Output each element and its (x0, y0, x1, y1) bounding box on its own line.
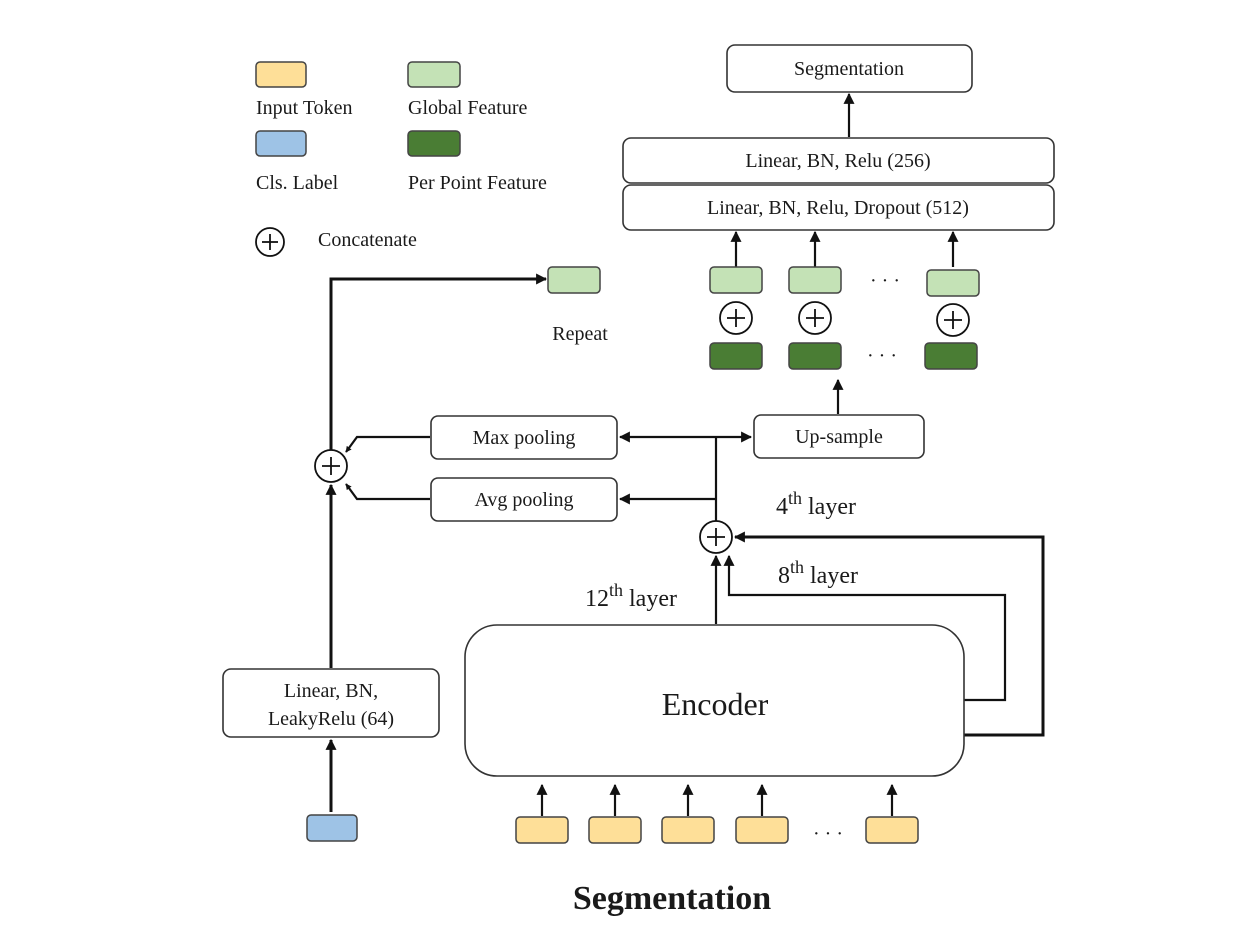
concat-to-repeat-arrow (329, 273, 548, 450)
legend-input-token-swatch (255, 61, 307, 88)
input-token (515, 816, 569, 844)
concatenate-icon (798, 301, 832, 335)
per-point-feature-token (788, 342, 842, 370)
global-feature-token (709, 266, 763, 294)
avgpool-to-concat-arrow (345, 483, 430, 501)
input-token (661, 816, 715, 844)
input-token-ellipsis: · · · (813, 823, 843, 845)
global-feature-ellipsis: · · · (870, 270, 900, 292)
legend-per-point-feature-label: Per Point Feature (408, 172, 547, 194)
encoder-label: Encoder (662, 686, 769, 722)
global-feature-token (926, 269, 980, 297)
up-sample-label: Up-sample (795, 426, 883, 448)
layer12-label: 12th layer (585, 580, 677, 612)
legend-input-token-label: Input Token (256, 97, 353, 119)
input-token (588, 816, 642, 844)
cls-label-token (306, 814, 358, 842)
output-segmentation-box (726, 44, 973, 93)
output-segmentation-label: Segmentation (794, 58, 904, 80)
avg-pooling-box (430, 477, 618, 522)
per-point-feature-token (924, 342, 978, 370)
legend-cls-label-label: Cls. Label (256, 172, 339, 194)
repeat-label: Repeat (552, 323, 608, 345)
legend: Input Token Global Feature Cls. Label Pe… (255, 61, 547, 257)
layer8-arrow (723, 554, 1007, 702)
cls-mlp-label-line2: LeakyRelu (64) (268, 708, 394, 730)
legend-concatenate-icon (255, 227, 285, 257)
encoder-box (464, 624, 965, 777)
legend-global-feature-swatch (407, 61, 461, 88)
linear-bn-relu-dropout-512-label: Linear, BN, Relu, Dropout (512) (707, 197, 969, 219)
concatenate-icon (719, 301, 753, 335)
figure-caption: Segmentation (573, 880, 771, 917)
cls-mlp-box (222, 668, 440, 738)
repeated-global-feature-token (547, 266, 601, 294)
input-token (865, 816, 919, 844)
legend-per-point-feature-swatch (407, 130, 461, 157)
input-token (735, 816, 789, 844)
per-point-feature-ellipsis: · · · (867, 345, 897, 367)
layer8-label: 8th layer (778, 557, 858, 589)
layer4-arrow (733, 531, 1045, 737)
legend-global-feature-label: Global Feature (408, 97, 528, 119)
global-feature-token (788, 266, 842, 294)
maxpool-to-concat-arrow (345, 435, 430, 453)
legend-concatenate-label: Concatenate (318, 229, 417, 251)
linear-bn-relu-256-label: Linear, BN, Relu (256) (745, 150, 930, 172)
max-pooling-box (430, 415, 618, 460)
per-point-feature-token (709, 342, 763, 370)
linear-bn-relu-256-box (622, 137, 1055, 184)
legend-cls-label-swatch (255, 130, 307, 157)
linear-bn-relu-dropout-512-box (622, 184, 1055, 231)
global-concatenate-icon (314, 449, 348, 483)
max-pooling-label: Max pooling (473, 427, 576, 449)
concatenate-icon (936, 303, 970, 337)
layer4-label: 4th layer (776, 488, 856, 520)
layer-fusion-concatenate-icon (699, 520, 733, 554)
avg-pooling-label: Avg pooling (474, 489, 573, 511)
cls-mlp-label-line1: Linear, BN, (284, 680, 378, 702)
up-sample-box (753, 414, 925, 459)
